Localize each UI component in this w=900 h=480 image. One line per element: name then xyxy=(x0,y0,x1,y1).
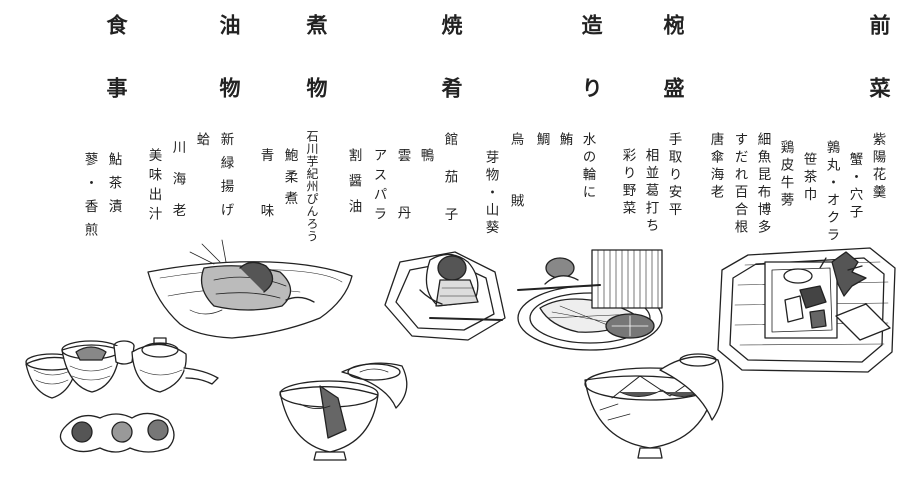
dish-tsukuri-4: 烏賊 xyxy=(507,132,524,255)
heading-wanmori: 椀盛 xyxy=(661,14,685,140)
dish-agemono-2: 蛤 xyxy=(193,132,210,150)
dish-nimono-2: 鮑柔煮 xyxy=(281,148,298,213)
heading-nimono: 煮物 xyxy=(304,14,328,140)
heading-zensai: 前菜 xyxy=(867,14,891,140)
dish-nimono-1: 石川芋紀州ぴんろう xyxy=(305,130,319,243)
dish-tsukuri-3: 鯛 xyxy=(533,132,550,150)
dish-shokuji-2: 蓼・香煎 xyxy=(81,152,98,246)
dish-yakizakana-3: 雲丹 xyxy=(394,148,411,263)
dish-zensai-7: すだれ百合根 xyxy=(731,132,748,237)
dish-wanmori-2: 相並葛打ち xyxy=(642,148,659,236)
dish-yakizakana-5: 割醤油 xyxy=(345,148,362,225)
dish-zensai-8: 唐傘海老 xyxy=(707,132,724,202)
zensai-tray-illustration xyxy=(718,248,895,372)
dish-tsukuri-1: 水の輪に xyxy=(579,132,596,202)
shokuji-set-illustration xyxy=(26,338,218,452)
dish-zensai-6: 細魚昆布博多 xyxy=(754,132,771,237)
dish-tsukuri-5: 芽物・山葵 xyxy=(482,150,499,238)
dish-zensai-5: 鶏皮牛蒡 xyxy=(777,140,794,210)
dish-yakizakana-2: 鴨 xyxy=(417,148,434,166)
dish-nimono-3: 青味 xyxy=(257,148,274,259)
dish-zensai-4: 笹茶巾 xyxy=(800,152,817,205)
heading-yakizakana: 焼肴 xyxy=(439,14,463,140)
dish-zensai-2: 蟹・穴子 xyxy=(846,152,863,222)
dish-agemono-3: 川海老 xyxy=(169,140,186,235)
dish-wanmori-3: 彩り野菜 xyxy=(619,148,636,218)
yakizakana-plate-illustration xyxy=(385,252,505,340)
wanmori-bowl-illustration xyxy=(585,354,723,458)
dish-agemono-1: 新緑揚げ xyxy=(217,132,234,226)
heading-agemono: 油物 xyxy=(217,14,241,140)
nimono-bowl-illustration xyxy=(280,363,407,460)
heading-shokuji: 食事 xyxy=(104,14,128,140)
dish-wanmori-1: 手取り安平 xyxy=(665,132,682,220)
agemono-plate-illustration xyxy=(148,240,352,338)
dish-zensai-3: 鶉丸・オクラ xyxy=(823,140,840,245)
heading-tsukuri: 造り xyxy=(579,14,603,140)
dish-zensai-1: 紫陽花羹 xyxy=(869,132,886,202)
dish-agemono-4: 美味出汁 xyxy=(145,148,162,226)
tsukuri-platter-illustration xyxy=(518,250,662,350)
dish-shokuji-1: 鮎茶漬 xyxy=(105,152,122,223)
dish-yakizakana-1: 館茄子 xyxy=(441,132,458,245)
dish-tsukuri-2: 鮪 xyxy=(556,132,573,150)
dish-yakizakana-4: アスパラ xyxy=(370,148,387,226)
